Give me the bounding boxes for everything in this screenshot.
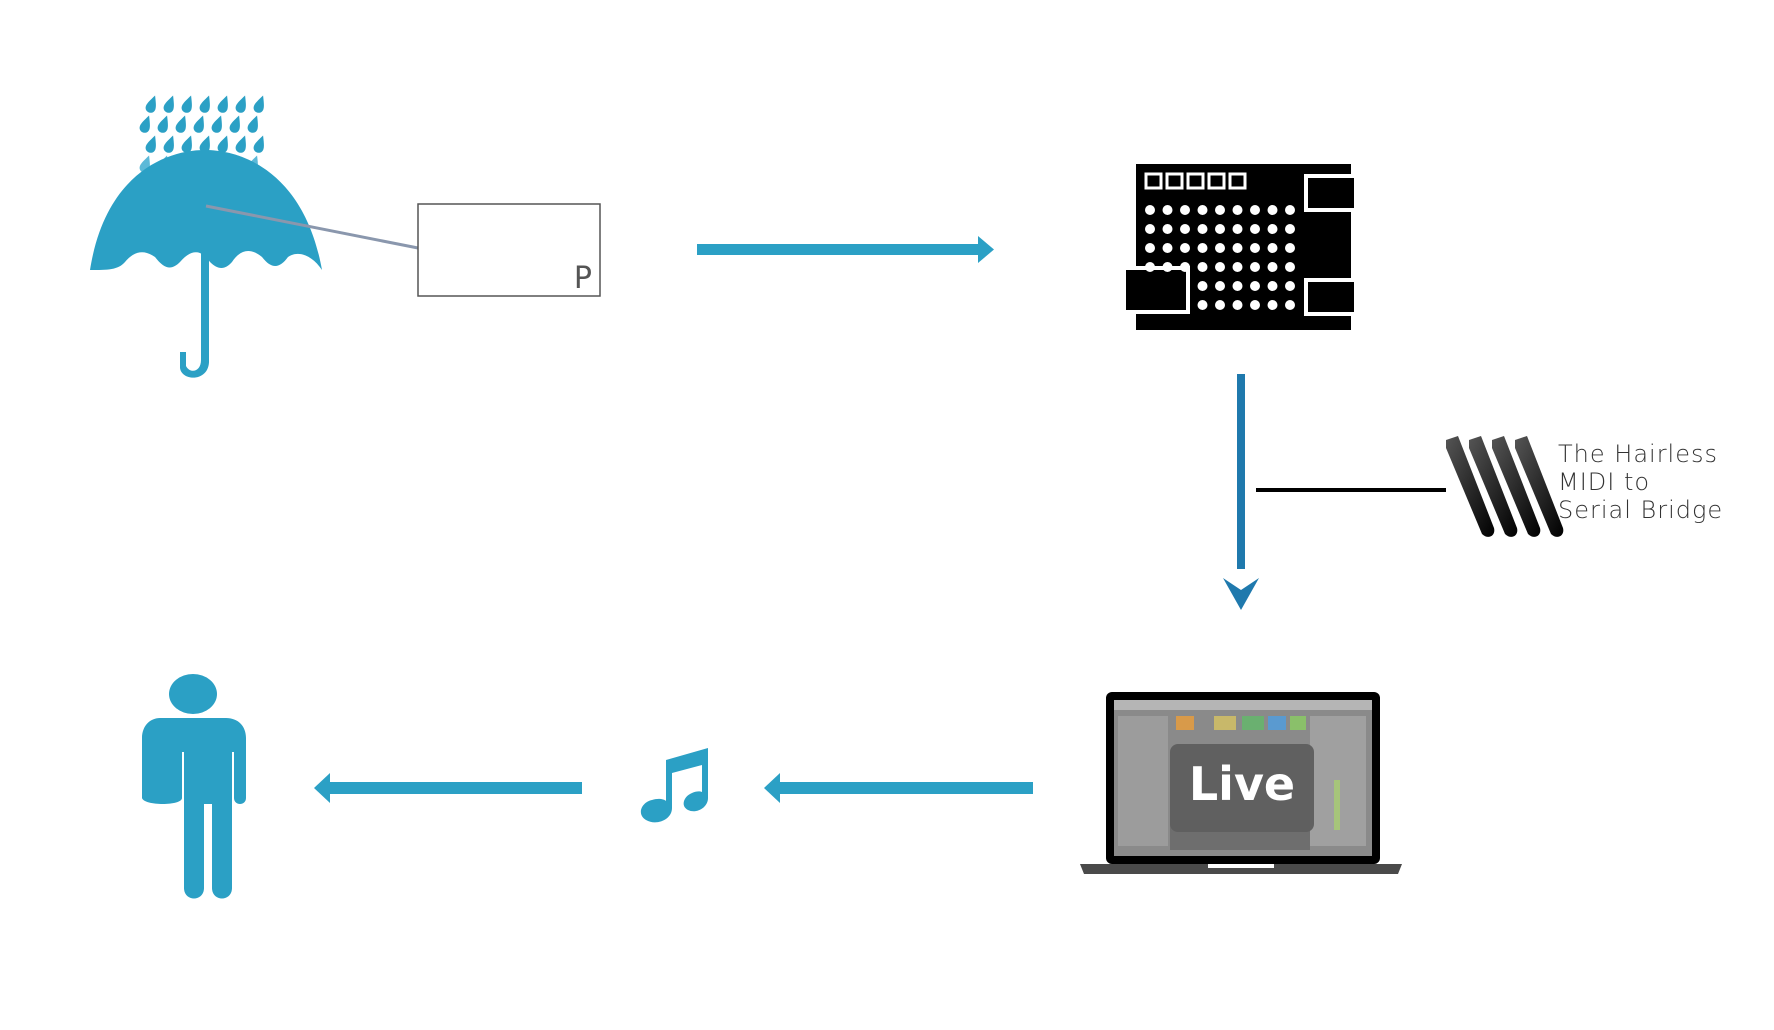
io-pin	[1197, 262, 1208, 272]
io-pin	[1162, 243, 1173, 253]
io-pin	[1285, 243, 1295, 253]
io-pin	[1267, 224, 1278, 234]
bridge-label-line-3: Serial Bridge	[1558, 496, 1724, 524]
rain-drop	[180, 93, 196, 115]
header-pin	[1207, 172, 1226, 190]
rain-drop	[228, 113, 244, 135]
person-icon	[142, 674, 246, 899]
rain-drop	[198, 93, 214, 115]
sensor-connector-line	[205, 204, 419, 250]
io-pin	[1250, 205, 1260, 215]
arrow-to-laptop	[1223, 374, 1259, 610]
rain-sensor-box: P	[417, 203, 601, 297]
header-pin	[1228, 172, 1247, 190]
io-pin	[1285, 262, 1295, 272]
hairless-bridge-icon	[1446, 436, 1564, 537]
io-pin	[1232, 262, 1243, 272]
rain-drop	[252, 133, 268, 155]
bridge-label: The Hairless MIDI to Serial Bridge	[1558, 440, 1758, 524]
io-pin	[1250, 281, 1260, 291]
io-pin	[1232, 205, 1243, 215]
arrow-to-music-note	[764, 773, 1033, 803]
bridge-label-line-1: The Hairless	[1558, 440, 1718, 468]
rain-drop	[144, 93, 160, 115]
header-pin	[1186, 172, 1205, 190]
io-pin	[1162, 262, 1173, 272]
rain-drop	[234, 133, 250, 155]
io-pin	[1197, 243, 1208, 253]
rain-drop	[234, 93, 250, 115]
rain-drop	[246, 113, 262, 135]
io-pin	[1232, 300, 1243, 310]
io-pin	[1215, 243, 1225, 253]
io-pin	[1215, 281, 1225, 291]
io-pin	[1250, 262, 1260, 272]
rain-drop	[216, 93, 232, 115]
io-pin	[1197, 205, 1208, 215]
rain-drop	[210, 113, 226, 135]
io-pin	[1215, 205, 1225, 215]
io-pin	[1285, 281, 1295, 291]
arduino-board-icon	[1122, 164, 1358, 330]
arduino-io-pins	[1145, 205, 1295, 310]
music-note-icon	[640, 748, 708, 823]
io-pin	[1197, 300, 1208, 310]
rain-drop	[162, 133, 178, 155]
rain-drop	[156, 113, 172, 135]
io-pin	[1215, 224, 1225, 234]
io-pin	[1232, 224, 1243, 234]
io-pin	[1250, 243, 1260, 253]
io-pin	[1145, 205, 1155, 215]
io-pin	[1267, 205, 1278, 215]
rain-drop	[162, 93, 178, 115]
rain-drop	[252, 93, 268, 115]
io-pin	[1232, 281, 1243, 291]
laptop-icon: Live	[1080, 692, 1402, 874]
io-pin	[1145, 224, 1155, 234]
io-pin	[1145, 262, 1155, 272]
io-pin	[1250, 224, 1260, 234]
sensor-letter: P	[574, 261, 592, 296]
rain-drop	[138, 113, 154, 135]
header-pin	[1144, 172, 1163, 190]
rain-drop	[144, 133, 160, 155]
io-pin	[1267, 262, 1278, 272]
io-pin	[1162, 224, 1173, 234]
arduino-header-pins	[1144, 172, 1247, 190]
io-pin	[1232, 243, 1243, 253]
arrow-to-arduino	[697, 236, 994, 263]
bridge-label-line-2: MIDI to	[1558, 468, 1651, 496]
live-label: Live	[1189, 757, 1295, 811]
io-pin	[1250, 300, 1260, 310]
arrow-to-person	[314, 773, 582, 803]
io-pin	[1215, 300, 1225, 310]
io-pin	[1267, 300, 1278, 310]
io-pin	[1145, 243, 1155, 253]
io-pin	[1197, 224, 1208, 234]
umbrella-rain-icon	[90, 93, 322, 378]
io-pin	[1285, 224, 1295, 234]
io-pin	[1285, 300, 1295, 310]
io-pin	[1267, 243, 1278, 253]
io-pin	[1197, 281, 1208, 291]
io-pin	[1215, 262, 1225, 272]
live-badge	[1170, 744, 1314, 832]
io-pin	[1162, 205, 1173, 215]
io-pin	[1285, 205, 1295, 215]
io-pin	[1180, 224, 1190, 234]
io-pin	[1180, 243, 1190, 253]
io-pin	[1180, 262, 1190, 272]
rain-drop	[192, 113, 208, 135]
header-pin	[1165, 172, 1184, 190]
rain-drop	[174, 113, 190, 135]
io-pin	[1180, 205, 1190, 215]
io-pin	[1267, 281, 1278, 291]
